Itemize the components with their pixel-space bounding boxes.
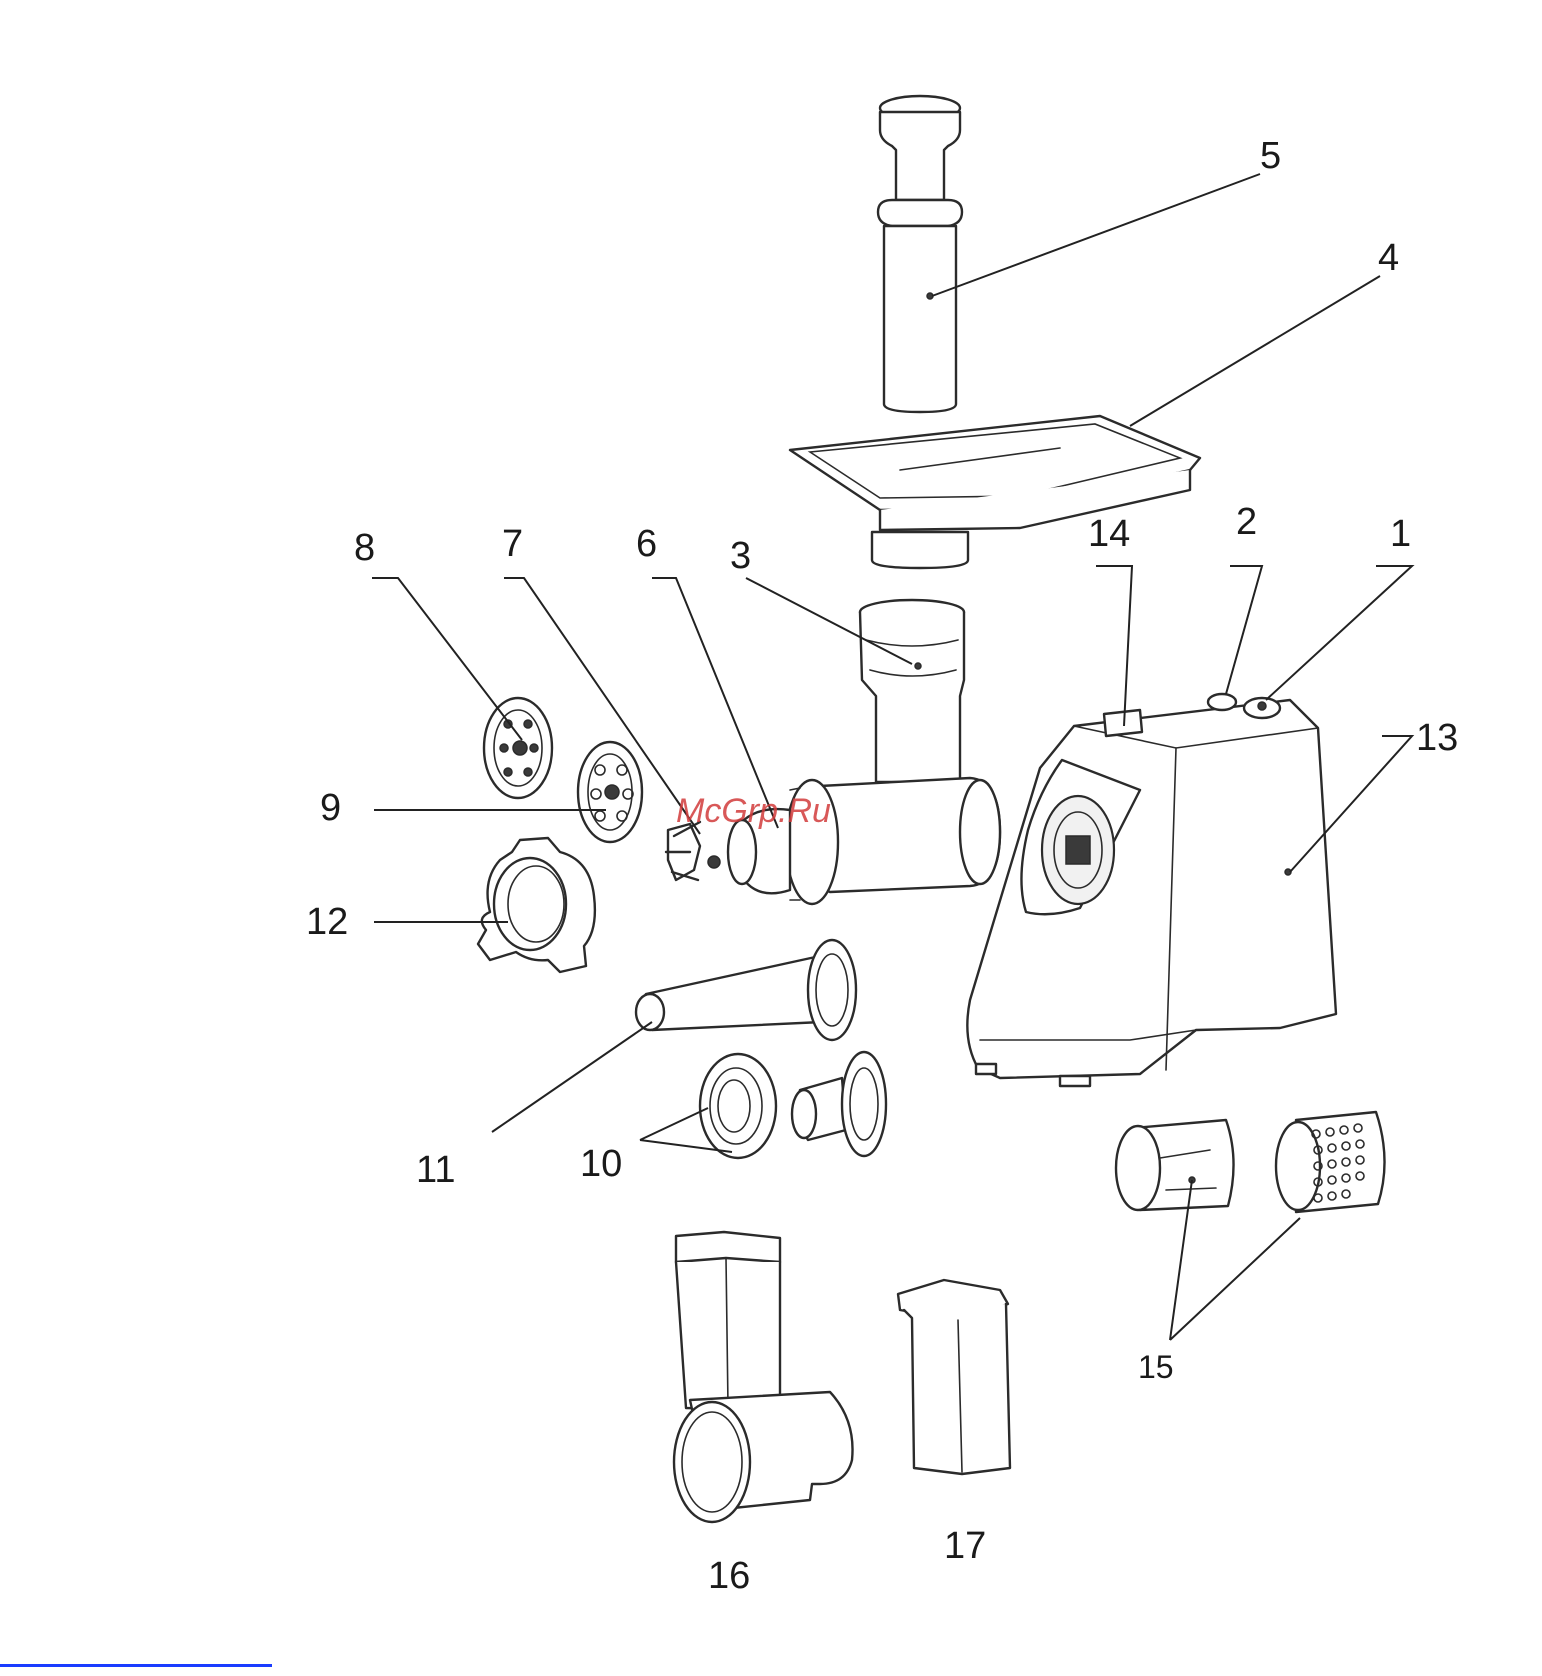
part-3-grinder-body [786, 600, 1000, 904]
label-17: 17 [944, 1525, 986, 1567]
bottom-link-underline[interactable] [0, 1664, 272, 1667]
label-14: 14 [1088, 513, 1130, 555]
label-10: 10 [580, 1143, 622, 1185]
part-13-motor-housing [967, 700, 1336, 1086]
label-4: 4 [1378, 237, 1399, 279]
label-16: 16 [708, 1555, 750, 1597]
part-14-release-button [1104, 710, 1142, 736]
label-3: 3 [730, 535, 751, 577]
part-11-sausage-funnel [636, 940, 856, 1040]
part-15-drums [1116, 1112, 1385, 1212]
label-5: 5 [1260, 135, 1281, 177]
label-15: 15 [1138, 1349, 1174, 1385]
part-8-coarse-disc [484, 698, 552, 798]
part-16-slicer-housing [674, 1232, 853, 1522]
part-17-slicer-pusher [898, 1280, 1010, 1474]
part-10-kebbe-attachment [700, 1052, 886, 1158]
part-7-blade [666, 822, 720, 880]
label-2: 2 [1236, 501, 1257, 543]
watermark: McGrp.Ru [676, 792, 831, 830]
label-13: 13 [1416, 717, 1458, 759]
part-5-pusher [878, 96, 962, 412]
label-1: 1 [1390, 513, 1411, 555]
label-11: 11 [416, 1149, 455, 1191]
part-4-tray [790, 416, 1200, 568]
label-7: 7 [502, 523, 523, 565]
label-12: 12 [306, 901, 348, 943]
label-8: 8 [354, 527, 375, 569]
label-9: 9 [320, 787, 341, 829]
label-6: 6 [636, 523, 657, 565]
part-12-locking-ring [478, 838, 595, 972]
part-9-fine-disc [578, 742, 642, 842]
